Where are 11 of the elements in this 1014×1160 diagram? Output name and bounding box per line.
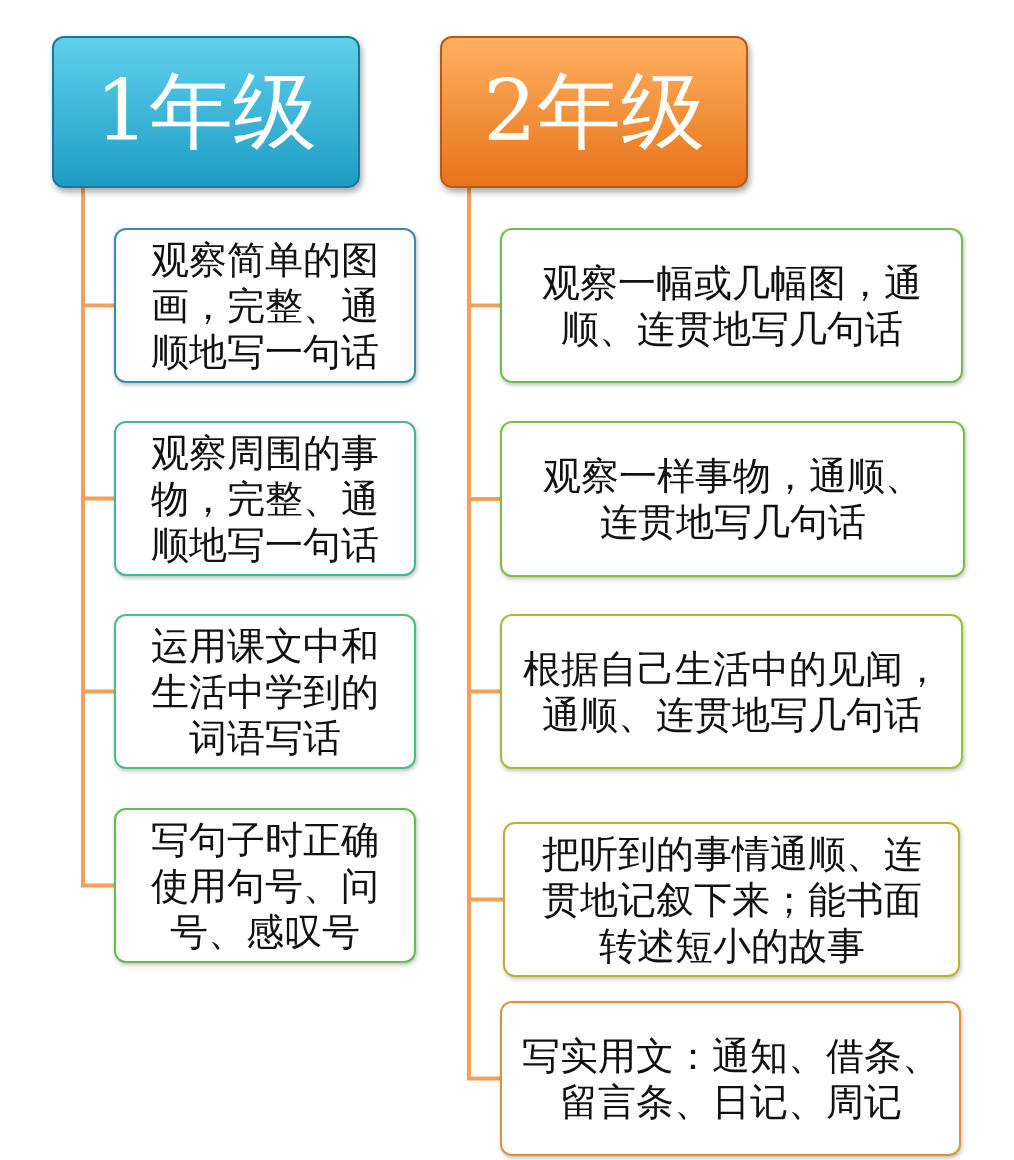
goal-box: 写实用文：通知、借条、留言条、日记、周记: [500, 1001, 961, 1156]
goal-box: 写句子时正确使用句号、问号、感叹号: [114, 808, 416, 963]
goal-box: 观察一幅或几幅图，通顺、连贯地写几句话: [500, 228, 963, 383]
goal-box: 运用课文中和生活中学到的词语写话: [114, 614, 416, 769]
goal-box: 把听到的事情通顺、连贯地记叙下来；能书面转述短小的故事: [503, 822, 960, 977]
grade-header-box: 2年级: [440, 36, 748, 188]
grade-header-box: 1年级: [52, 36, 360, 188]
goal-box: 观察一样事物，通顺、连贯地写几句话: [500, 421, 965, 577]
goal-box: 观察周围的事物，完整、通顺地写一句话: [114, 421, 416, 576]
goal-box: 观察简单的图画，完整、通顺地写一句话: [114, 228, 416, 383]
goal-box: 根据自己生活中的见闻，通顺、连贯地写几句话: [500, 614, 963, 769]
